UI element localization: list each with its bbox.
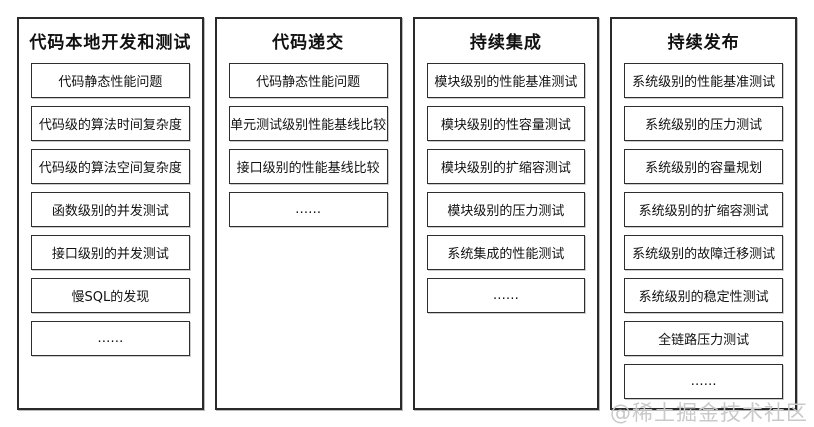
stage-column-title-3: 持续集成 (469, 33, 542, 53)
stage-item-list: 模块级别的性能基准测试模块级别的性容量测试模块级别的扩缩容测试模块级别的压力测试… (415, 63, 598, 408)
stage-column-2: 代码递交 代码静态性能问题单元测试级别性能基线比较接口级别的性能基线比较 …… (214, 17, 402, 410)
stage-column-title-1: 代码本地开发和测试 (29, 33, 192, 53)
task-box-4-1: 系统级别的性能基准测试 (624, 63, 783, 98)
task-box-4-2: 系统级别的压力测试 (624, 106, 783, 141)
stage-column-3: 持续集成 模块级别的性能基准测试模块级别的性容量测试模块级别的扩缩容测试模块级别… (412, 17, 600, 410)
task-box-2-3: 接口级别的性能基线比较 (228, 149, 388, 184)
task-box-3-4: 模块级别的压力测试 (426, 192, 586, 227)
task-box-4-5: 系统级别的故障迁移测试 (624, 235, 783, 270)
stage-columns-row: 代码本地开发和测试 代码静态性能问题代码级的算法时间复杂度代码级的算法空间复杂度… (17, 17, 797, 410)
task-box-4-3: 系统级别的容量规划 (624, 149, 783, 184)
task-box-1-4: 函数级别的并发测试 (31, 192, 190, 227)
task-box-3-3: 模块级别的扩缩容测试 (426, 149, 586, 184)
stage-item-list: 系统级别的性能基准测试系统级别的压力测试系统级别的容量规划系统级别的扩缩容测试系… (612, 63, 795, 408)
task-box-4-8: …… (624, 364, 783, 399)
task-box-3-2: 模块级别的性容量测试 (426, 106, 586, 141)
stage-column-1: 代码本地开发和测试 代码静态性能问题代码级的算法时间复杂度代码级的算法空间复杂度… (17, 17, 204, 410)
stage-item-list: 代码静态性能问题单元测试级别性能基线比较接口级别的性能基线比较 …… (217, 63, 400, 408)
task-box-1-3: 代码级的算法空间复杂度 (31, 149, 190, 184)
task-box-3-1: 模块级别的性能基准测试 (426, 63, 586, 98)
task-box-1-2: 代码级的算法时间复杂度 (31, 106, 190, 141)
task-box-1-1: 代码静态性能问题 (31, 63, 190, 98)
stage-column-title-2: 代码递交 (272, 33, 345, 53)
task-box-1-7: …… (31, 321, 190, 356)
task-box-3-6: …… (426, 278, 586, 313)
task-box-4-7: 全链路压力测试 (624, 321, 783, 356)
task-box-4-6: 系统级别的稳定性测试 (624, 278, 783, 313)
task-box-2-4: …… (228, 192, 388, 227)
task-box-3-5: 系统集成的性能测试 (426, 235, 586, 270)
task-box-2-2: 单元测试级别性能基线比较 (228, 106, 388, 141)
stage-item-list: 代码静态性能问题代码级的算法时间复杂度代码级的算法空间复杂度函数级别的并发测试接… (19, 63, 202, 408)
task-box-2-1: 代码静态性能问题 (228, 63, 388, 98)
task-box-1-6: 慢SQL的发现 (31, 278, 190, 313)
task-box-1-5: 接口级别的并发测试 (31, 235, 190, 270)
stage-column-title-4: 持续发布 (667, 33, 740, 53)
task-box-4-4: 系统级别的扩缩容测试 (624, 192, 783, 227)
stage-column-4: 持续发布 系统级别的性能基准测试系统级别的压力测试系统级别的容量规划系统级别的扩… (610, 17, 797, 410)
